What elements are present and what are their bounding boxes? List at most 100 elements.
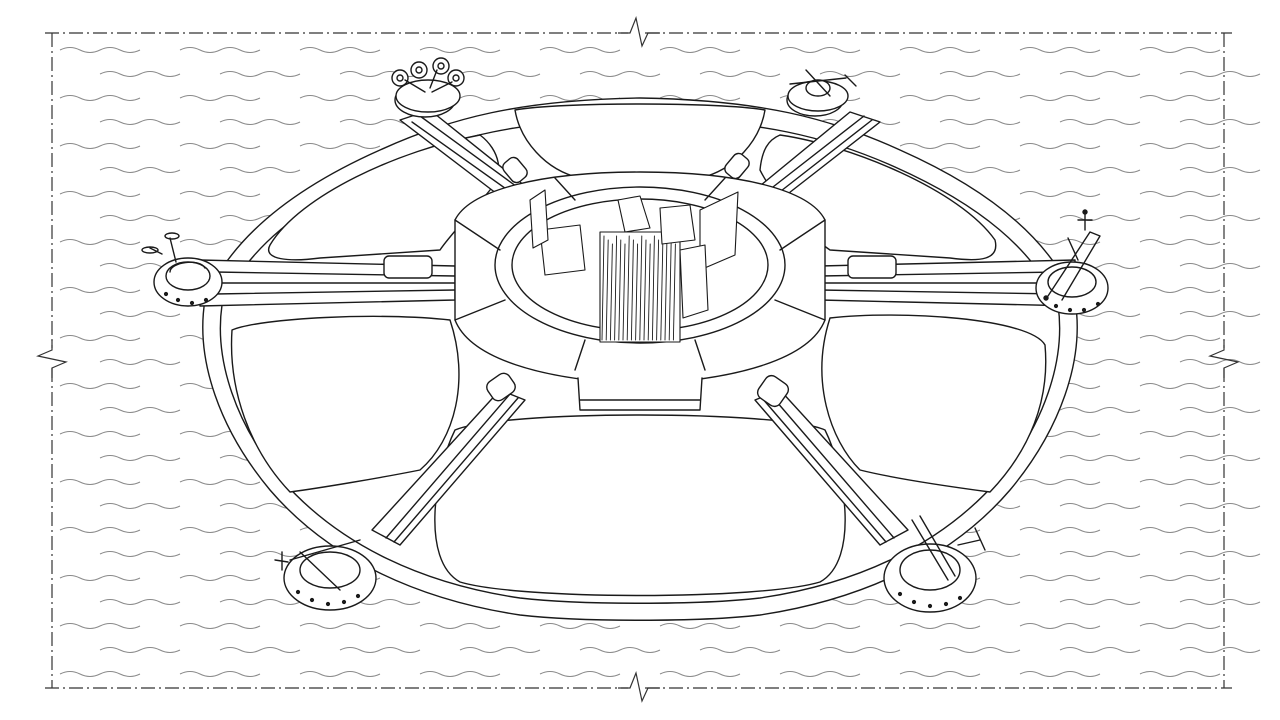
wave-line <box>539 671 621 677</box>
wave-line <box>59 671 141 677</box>
wave-line <box>1179 167 1261 173</box>
sculpture-fin <box>605 239 609 341</box>
wave-line <box>939 119 1021 125</box>
wave-line <box>939 167 1021 173</box>
wave-line <box>219 551 301 557</box>
floating-platform <box>141 57 1109 621</box>
break-mark-bottom <box>618 670 660 703</box>
wave-line <box>299 95 381 101</box>
water-cell <box>230 103 1047 597</box>
sculpture-fin <box>672 243 676 341</box>
wave-line <box>659 671 741 677</box>
wave-line <box>1179 359 1261 365</box>
wave-line <box>819 647 901 653</box>
wave-line <box>179 47 261 53</box>
arm-left <box>199 255 456 307</box>
wave-line <box>659 95 741 101</box>
wave-line <box>59 143 141 149</box>
rotor-pod-top-left <box>391 57 465 113</box>
wave-line <box>99 119 181 125</box>
wave-line <box>99 503 181 509</box>
wave-line <box>1179 263 1261 269</box>
sculpture-fins <box>601 235 676 341</box>
wave-line <box>779 623 861 629</box>
wave-line <box>899 47 981 53</box>
wave-line <box>1139 383 1221 389</box>
sculpture-fin <box>647 243 651 341</box>
wave-line <box>1019 479 1101 485</box>
arm-bottom-left <box>371 372 526 546</box>
wave-line <box>59 47 141 53</box>
wave-line <box>1139 527 1221 533</box>
wave-line <box>1059 599 1141 605</box>
sculpture-fin <box>601 235 605 341</box>
wave-line <box>1019 95 1101 101</box>
rotor-pod-top-right <box>787 69 857 112</box>
sculpture-fin <box>609 243 613 341</box>
wave-line <box>1179 119 1261 125</box>
wave-line <box>1139 191 1221 197</box>
wave-line <box>419 623 501 629</box>
wave-line <box>1139 95 1221 101</box>
wave-line <box>1059 407 1141 413</box>
wave-line <box>659 623 741 629</box>
wave-line <box>339 647 421 653</box>
wave-line <box>1059 215 1141 221</box>
wave-line <box>1179 215 1261 221</box>
wave-line <box>179 671 261 677</box>
wave-line <box>779 47 861 53</box>
wave-line <box>459 647 541 653</box>
wave-line <box>179 191 261 197</box>
wave-line <box>99 551 181 557</box>
wave-line <box>1139 143 1221 149</box>
wave-line <box>419 671 501 677</box>
wave-line <box>1179 647 1261 653</box>
wave-line <box>699 71 781 77</box>
wave-line <box>99 215 181 221</box>
sculpture-fin <box>656 239 660 341</box>
wave-line <box>1179 407 1261 413</box>
wave-line <box>219 599 301 605</box>
wave-line <box>59 287 141 293</box>
wave-line <box>899 671 981 677</box>
break-mark-top <box>618 15 660 48</box>
wave-line <box>59 95 141 101</box>
wave-line <box>99 599 181 605</box>
wave-line <box>59 575 141 581</box>
wave-line <box>1179 71 1261 77</box>
wave-line <box>939 71 1021 77</box>
wave-line <box>299 143 381 149</box>
rotor-pod-left <box>141 232 223 307</box>
wave-line <box>779 671 861 677</box>
wave-line <box>1059 455 1141 461</box>
rotor-pod-right <box>1035 209 1109 315</box>
wave-line <box>179 143 261 149</box>
wave-line <box>179 527 261 533</box>
wave-line <box>1059 551 1141 557</box>
wave-line <box>59 191 141 197</box>
sculpture-fin <box>651 235 655 341</box>
sculpture-fin <box>639 235 643 341</box>
rotor-pod-bottom-left <box>274 539 377 611</box>
wave-line <box>99 407 181 413</box>
wave-line <box>539 623 621 629</box>
wave-line <box>1059 503 1141 509</box>
sculpture-fin <box>622 243 626 341</box>
wave-line <box>59 527 141 533</box>
wave-line <box>59 431 141 437</box>
wave-line <box>1179 311 1261 317</box>
wave-line <box>219 647 301 653</box>
sculpture-fin <box>635 243 639 341</box>
wave-line <box>99 359 181 365</box>
wave-line <box>1019 623 1101 629</box>
sculpture-fin <box>668 239 672 341</box>
wave-line <box>59 479 141 485</box>
wave-line <box>219 167 301 173</box>
rotor-pod-bottom-right <box>883 515 986 613</box>
wave-line <box>179 575 261 581</box>
wave-line <box>1019 671 1101 677</box>
wave-line <box>939 647 1021 653</box>
sculpture-fin <box>660 243 664 341</box>
wave-line <box>99 647 181 653</box>
